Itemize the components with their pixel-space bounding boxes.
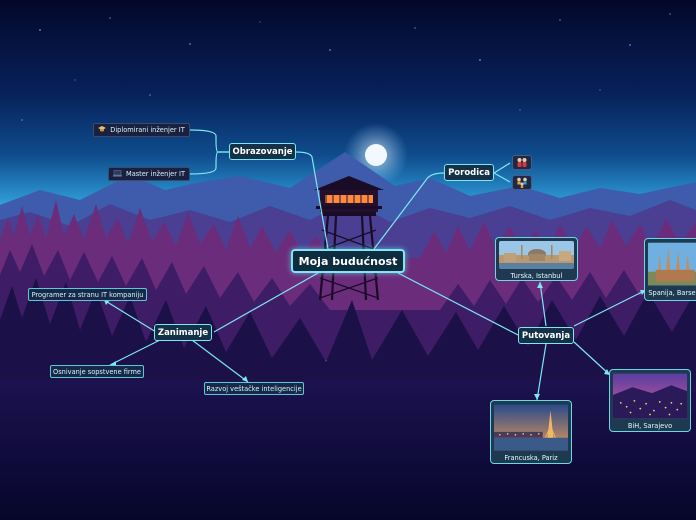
item-master-label: Master inženjer IT (126, 170, 185, 178)
topic-porodica[interactable]: Porodica (444, 164, 494, 181)
topic-zanimanje[interactable]: Zanimanje (154, 324, 212, 341)
item-diplomirani-label: Diplomirani inženjer IT (110, 126, 185, 134)
destination-barselona-caption: Spanija, Barselona (648, 289, 696, 297)
item-osnivanje[interactable]: Osnivanje sopstvene firme (50, 365, 144, 378)
destination-sarajevo[interactable]: BiH, Sarajevo (609, 369, 691, 432)
barselona-photo (648, 242, 696, 286)
laptop-icon (113, 169, 122, 179)
destination-istanbul[interactable]: Turska, Istanbul (495, 237, 578, 281)
destination-istanbul-caption: Turska, Istanbul (510, 272, 563, 280)
family-children-icon[interactable] (512, 175, 532, 190)
family-couple-icon[interactable] (512, 155, 532, 170)
item-diplomirani[interactable]: Diplomirani inženjer IT (93, 123, 190, 137)
item-razvoj[interactable]: Razvoj veštačke inteligencije (204, 382, 304, 395)
item-programer[interactable]: Programer za stranu IT kompaniju (28, 288, 147, 301)
destination-barselona[interactable]: Spanija, Barselona (644, 238, 696, 301)
destination-pariz[interactable]: Francuska, Pariz (490, 400, 572, 464)
sarajevo-photo (613, 373, 687, 419)
topic-putovanja[interactable]: Putovanja (518, 327, 574, 344)
graduation-icon (98, 125, 107, 135)
istanbul-photo (499, 241, 574, 269)
pariz-photo (494, 404, 568, 451)
topic-obrazovanje[interactable]: Obrazovanje (229, 143, 296, 160)
destination-sarajevo-caption: BiH, Sarajevo (627, 422, 673, 430)
item-master[interactable]: Master inženjer IT (108, 167, 190, 181)
central-topic[interactable]: Moja budućnost (291, 249, 405, 273)
destination-pariz-caption: Francuska, Pariz (504, 454, 558, 462)
